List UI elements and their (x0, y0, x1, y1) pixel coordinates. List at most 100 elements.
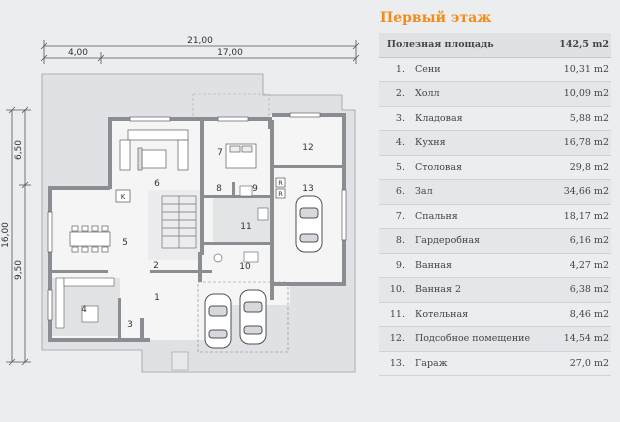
room-area: 14,54 m2 (550, 326, 611, 352)
room-name: Гардеробная (415, 228, 551, 254)
dim-side-upper: 6,50 (14, 140, 24, 160)
room-number: 3. (379, 106, 415, 131)
room-area: 5,88 m2 (550, 106, 611, 131)
room-name: Зал (415, 179, 551, 205)
useful-area-label: Полезная площадь (379, 33, 551, 58)
area-panel: Первый этаж Полезная площадь 142,5 m2 1.… (374, 0, 620, 422)
fireplace-mark: K (121, 193, 126, 201)
dim-top-right: 17,00 (217, 48, 243, 58)
boiler-room-floor (213, 198, 273, 243)
room-number: 1. (379, 57, 415, 82)
dim-side-lower: 9,50 (14, 260, 24, 280)
radiator-box-2 (275, 188, 286, 199)
dim-top-total: 21,00 (187, 36, 213, 46)
room-label-8: 8 (216, 184, 222, 194)
fireplace-box (115, 189, 131, 203)
room-area: 29,8 m2 (550, 155, 611, 180)
room-name: Кухня (415, 130, 551, 156)
radiator-box-1 (275, 177, 286, 188)
windows (47, 112, 347, 321)
room-name: Гараж (415, 351, 551, 376)
dim-side-total: 16,00 (1, 222, 11, 248)
useful-area-value: 142,5 m2 (550, 33, 611, 58)
upper-terrace-outline (192, 93, 270, 135)
room-area: 4,27 m2 (550, 253, 611, 278)
room-number: 2. (379, 81, 415, 107)
room-number: 13. (379, 351, 415, 376)
room-number: 12. (379, 326, 415, 352)
carport-car-right (239, 289, 267, 345)
room-area: 10,09 m2 (550, 81, 611, 107)
room-name: Сени (415, 57, 551, 82)
room-label-12: 12 (302, 143, 313, 153)
room-number: 5. (379, 155, 415, 180)
carport-outline (197, 281, 289, 353)
carport-car-left (204, 293, 232, 349)
room-number: 6. (379, 179, 415, 205)
floor-title: Первый этаж (380, 10, 492, 26)
room-label-3: 3 (127, 320, 133, 330)
bathroom-fixtures (213, 185, 269, 263)
room-name: Столовая (415, 155, 551, 180)
dim-top-left: 4,00 (68, 48, 88, 58)
radiator-mark-1: R (278, 179, 283, 187)
room-number: 9. (379, 253, 415, 278)
sofa-set (119, 129, 189, 171)
kitchen-counter (55, 277, 115, 329)
room-number: 4. (379, 130, 415, 156)
bed (225, 143, 257, 169)
entry-step (171, 351, 189, 371)
floor-plan: 21,00 4,00 17,00 6,50 16,00 9,50 (1, 36, 360, 373)
stairs (161, 195, 197, 249)
room-number: 10. (379, 277, 415, 303)
radiator-mark-2: R (278, 190, 283, 198)
dining-table (69, 225, 111, 253)
room-name: Холл (415, 81, 551, 107)
hall-floor (148, 190, 200, 260)
room-label-7: 7 (217, 148, 223, 158)
room-name: Подсобное помещение (415, 326, 551, 352)
room-number: 8. (379, 228, 415, 254)
room-name: Кладовая (415, 106, 551, 131)
room-label-4: 4 (81, 305, 87, 315)
room-label-1: 1 (154, 293, 160, 303)
room-area: 10,31 m2 (550, 57, 611, 82)
room-label-9: 9 (252, 184, 258, 194)
room-name: Ванная 2 (415, 277, 551, 303)
room-label-10: 10 (239, 262, 251, 272)
room-label-13: 13 (302, 184, 313, 194)
room-area: 6,38 m2 (550, 277, 611, 303)
room-label-11: 11 (240, 222, 251, 232)
room-area: 18,17 m2 (550, 204, 611, 229)
room-area: 8,46 m2 (550, 302, 611, 327)
room-label-6: 6 (154, 179, 160, 189)
room-number: 7. (379, 204, 415, 229)
room-area: 27,0 m2 (550, 351, 611, 376)
room-name: Ванная (415, 253, 551, 278)
room-area: 16,78 m2 (550, 130, 611, 156)
top-dimension-lines (40, 40, 360, 64)
room-area: 6,16 m2 (550, 228, 611, 254)
side-dimension-lines (6, 106, 31, 366)
room-name: Спальня (415, 204, 551, 229)
room-label-5: 5 (122, 238, 128, 248)
room-number: 11. (379, 302, 415, 327)
area-table-header: Полезная площадь 142,5 m2 (379, 33, 611, 58)
garage-car (295, 195, 323, 253)
room-area: 34,66 m2 (550, 179, 611, 205)
room-label-2: 2 (153, 261, 159, 271)
